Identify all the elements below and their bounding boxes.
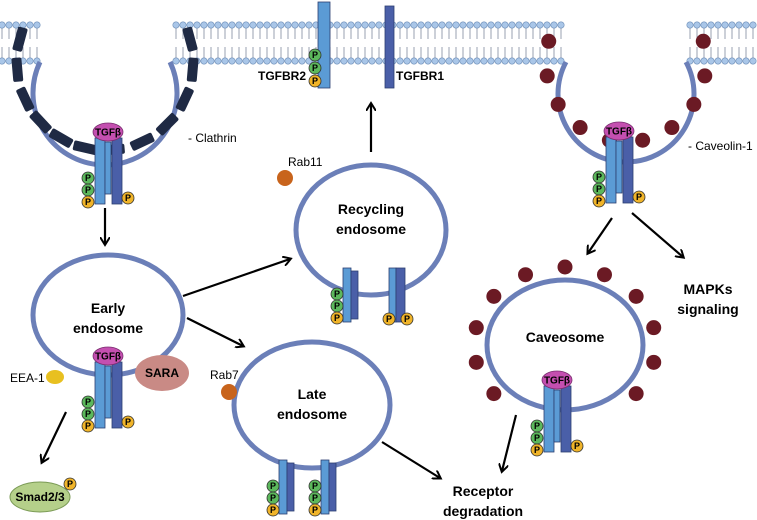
smad23-label: Smad2/3 <box>15 490 65 504</box>
arrow-late-to-degradation <box>381 441 440 478</box>
arrow-to-caveosome <box>588 217 613 253</box>
sara-protein <box>135 355 189 391</box>
svg-text:P: P <box>636 192 642 202</box>
svg-text:P: P <box>85 409 91 419</box>
labels: TGFBR2 TGFBR1 - Clathrin - Caveolin-1 Ra… <box>10 69 753 519</box>
svg-text:P: P <box>312 76 318 86</box>
svg-text:P: P <box>334 289 340 299</box>
membrane-receptors: PPP <box>308 1 395 89</box>
rab11-label: Rab11 <box>288 155 323 169</box>
svg-text:P: P <box>85 173 91 183</box>
svg-text:P: P <box>534 421 540 431</box>
rab7-label: Rab7 <box>210 368 239 382</box>
svg-text:P: P <box>270 481 276 491</box>
late-label-1: Late <box>298 386 327 402</box>
svg-text:P: P <box>270 493 276 503</box>
arrow-caveosome-to-degradation <box>502 414 518 471</box>
svg-text:P: P <box>270 505 276 515</box>
recycling-tgfbr2: PPP <box>330 267 359 325</box>
mapk-label-1: MAPKs <box>683 281 732 297</box>
late-receptor-left: PPP <box>266 459 295 517</box>
mapk-label-2: signaling <box>677 301 738 317</box>
svg-text:P: P <box>596 172 602 182</box>
svg-text:P: P <box>85 185 91 195</box>
svg-text:TGFβ: TGFβ <box>95 352 121 363</box>
svg-text:P: P <box>574 441 580 451</box>
degradation-label-2: degradation <box>443 503 523 519</box>
smad-phosphate: P <box>63 477 77 491</box>
svg-text:P: P <box>312 481 318 491</box>
svg-text:P: P <box>334 313 340 323</box>
clathrin-label: - Clathrin <box>188 131 237 145</box>
late-label-2: endosome <box>277 406 347 422</box>
svg-text:P: P <box>85 197 91 207</box>
svg-text:TGFβ: TGFβ <box>544 376 570 387</box>
arrow-to-recycling <box>182 259 290 298</box>
svg-text:P: P <box>534 433 540 443</box>
recycling-label-2: endosome <box>336 221 406 237</box>
early-label-1: Early <box>91 300 125 316</box>
late-endosome <box>231 339 393 471</box>
svg-text:P: P <box>312 63 318 73</box>
svg-text:P: P <box>312 50 318 60</box>
arrows <box>42 104 683 478</box>
svg-text:P: P <box>312 493 318 503</box>
svg-text:P: P <box>85 421 91 431</box>
late-receptor-right: PPP <box>308 459 337 517</box>
tgfbr2-label: TGFBR2 <box>258 69 306 83</box>
caveosome-label: Caveosome <box>526 329 605 345</box>
caveolin-label: - Caveolin-1 <box>688 139 753 153</box>
svg-text:TGFβ: TGFβ <box>606 127 632 138</box>
early-label-2: endosome <box>73 320 143 336</box>
caveosome-caveolin-coat <box>468 259 662 402</box>
svg-text:P: P <box>596 196 602 206</box>
arrow-to-mapk <box>631 212 683 257</box>
svg-text:P: P <box>67 479 73 489</box>
recycling-label-1: Recycling <box>338 201 404 217</box>
arrow-to-late <box>186 317 243 346</box>
tgfbr1-label: TGFBR1 <box>396 69 444 83</box>
svg-text:P: P <box>125 193 131 203</box>
svg-text:P: P <box>386 314 392 324</box>
svg-text:P: P <box>596 184 602 194</box>
eea1-label: EEA-1 <box>10 371 45 385</box>
recycling-endosome <box>293 162 449 298</box>
svg-text:TGFβ: TGFβ <box>95 128 121 139</box>
svg-text:P: P <box>334 301 340 311</box>
sara-label: SARA <box>145 366 179 380</box>
arrow-to-smad <box>42 411 67 462</box>
svg-text:P: P <box>85 397 91 407</box>
plasma-membrane <box>0 21 757 65</box>
svg-text:P: P <box>534 445 540 455</box>
svg-text:P: P <box>125 417 131 427</box>
eea1-marker <box>46 370 64 384</box>
svg-text:P: P <box>404 314 410 324</box>
degradation-label-1: Receptor <box>453 483 514 499</box>
smad23-protein <box>9 481 71 513</box>
rab11-marker <box>277 170 293 186</box>
rab7-marker <box>221 384 237 400</box>
svg-text:P: P <box>312 505 318 515</box>
